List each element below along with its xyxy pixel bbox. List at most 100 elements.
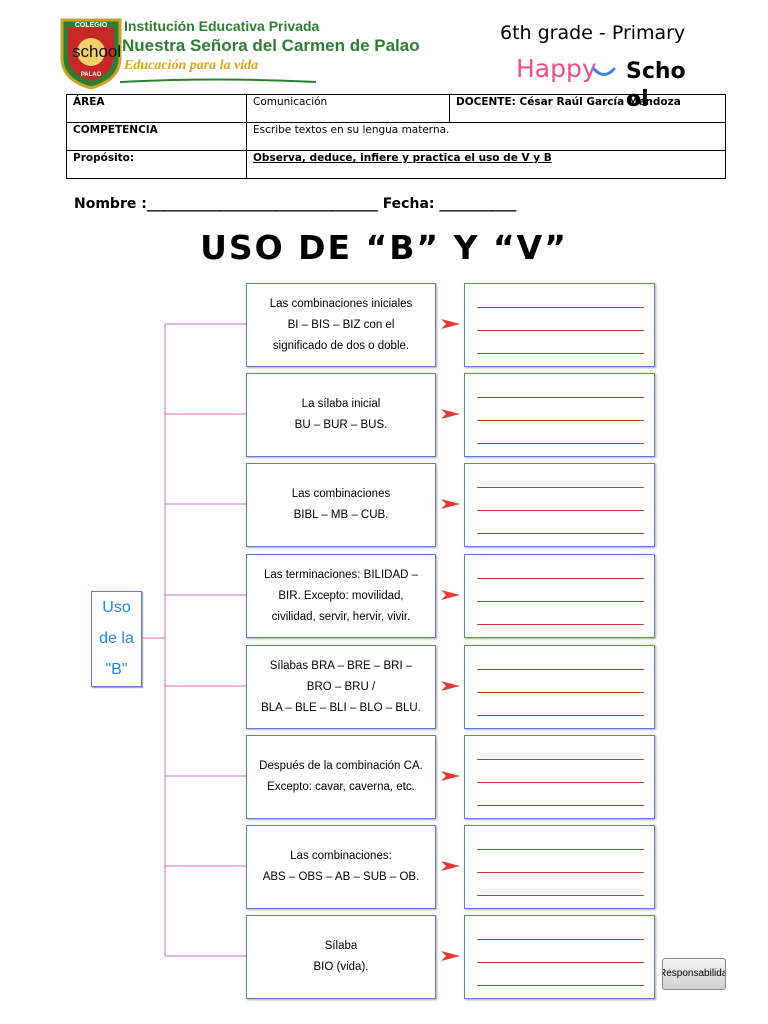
school-overlay-text: school <box>72 42 122 61</box>
rule-line: BIO (vida). <box>313 961 369 973</box>
answer-line[interactable] <box>477 782 644 783</box>
happy-brand: Happy <box>516 54 597 83</box>
answer-line[interactable] <box>477 487 644 488</box>
answer-line[interactable] <box>477 805 644 806</box>
arrow-icon <box>441 951 460 961</box>
rule-box: Las combinaciones: ABS – OBS – AB – SUB –… <box>246 825 436 909</box>
crest-top-text: COLEGIO <box>75 22 108 29</box>
smile-icon <box>592 67 616 76</box>
rule-line: Después de la combinación CA. <box>259 760 423 772</box>
answer-line[interactable] <box>477 624 644 625</box>
rule-line: BI – BIS – BIZ con el <box>287 318 395 331</box>
institution-line-2: Nuestra Señora del Carmen de Palao <box>122 36 420 55</box>
docente-cell: DOCENTE: César Raúl García Mendoza <box>449 94 726 123</box>
answer-box[interactable] <box>464 825 655 909</box>
school-crest-icon: COLEGIO PALAO <box>60 18 122 90</box>
answer-line[interactable] <box>477 420 644 421</box>
rule-text: Las terminaciones: BILIDAD – BIR. Excepto… <box>264 565 418 628</box>
answer-box[interactable] <box>464 915 655 999</box>
answer-line[interactable] <box>477 939 644 940</box>
answer-line[interactable] <box>477 307 644 308</box>
root-line: Uso <box>102 599 131 616</box>
answer-line[interactable] <box>477 601 644 602</box>
root-line: de la <box>99 630 134 647</box>
rule-line: Las combinaciones iniciales <box>269 297 413 310</box>
rule-box: La sílaba inicial BU – BUR – BUS. <box>246 373 436 457</box>
area-value: Comunicación <box>246 94 450 123</box>
arrow-icon <box>441 771 460 781</box>
rule-line: BRO – BRU / <box>306 680 376 693</box>
rule-line: Sílabas BRA – BRE – BRI – <box>269 659 413 672</box>
rule-line: Las combinaciones <box>291 488 391 500</box>
answer-line[interactable] <box>477 533 644 534</box>
rule-line: BU – BUR – BUS. <box>294 419 388 431</box>
answer-box[interactable] <box>464 373 655 457</box>
rule-line: BIBL – MB – CUB. <box>293 509 389 521</box>
rule-text: La sílaba inicial BU – BUR – BUS. <box>295 394 388 436</box>
arrow-icon <box>441 319 460 329</box>
rule-line: La sílaba inicial <box>301 398 381 410</box>
arrow-icon <box>441 499 460 509</box>
rule-text: Las combinaciones: ABS – OBS – AB – SUB –… <box>263 846 420 888</box>
proposito-label: Propósito: <box>66 150 247 179</box>
rule-line: ABS – OBS – AB – SUB – OB. <box>262 871 420 883</box>
institution-line-1: Institución Educativa Privada <box>124 18 320 34</box>
answer-line[interactable] <box>477 849 644 850</box>
answer-line[interactable] <box>477 759 644 760</box>
rule-text: Sílabas BRA – BRE – BRI – BRO – BRU / BLA … <box>261 656 421 719</box>
arrow-icon <box>441 681 460 691</box>
school-logo: COLEGIO PALAO Institución Educativa Priv… <box>58 14 420 92</box>
answer-box[interactable] <box>464 283 655 367</box>
responsabilidad-stamp: Responsabilidad <box>662 958 726 990</box>
answer-line[interactable] <box>477 353 644 354</box>
root-line: "B" <box>105 661 128 678</box>
proposito-value: Observa, deduce, infiere y practica el u… <box>246 150 726 179</box>
answer-box[interactable] <box>464 735 655 819</box>
rule-line: BIR. Excepto: movilidad, <box>278 589 404 602</box>
rule-line: BLA – BLE – BLI – BLO – BLU. <box>261 701 421 714</box>
arrow-icon <box>441 409 460 419</box>
arrow-icon <box>441 861 460 871</box>
rule-box: Las combinaciones iniciales BI – BIS – BI… <box>246 283 436 367</box>
grade-label: 6th grade - Primary <box>500 22 686 44</box>
rule-line: Sílaba <box>324 940 358 952</box>
answer-line[interactable] <box>477 397 644 398</box>
page-title: USO DE “B” Y “V” <box>200 228 568 267</box>
answer-line[interactable] <box>477 715 644 716</box>
competencia-label: COMPETENCIA <box>66 122 247 151</box>
answer-line[interactable] <box>477 692 644 693</box>
answer-line[interactable] <box>477 962 644 963</box>
answer-box[interactable] <box>464 554 655 638</box>
rule-line: Las terminaciones: BILIDAD – <box>263 568 419 581</box>
answer-line[interactable] <box>477 895 644 896</box>
answer-line[interactable] <box>477 510 644 511</box>
arrow-icon <box>441 590 460 600</box>
rule-box: Sílabas BRA – BRE – BRI – BRO – BRU / BLA … <box>246 645 436 729</box>
answer-box[interactable] <box>464 645 655 729</box>
rule-line: Las combinaciones: <box>290 850 392 862</box>
rule-line: Excepto: cavar, caverna, etc. <box>267 781 415 793</box>
answer-box[interactable] <box>464 463 655 547</box>
table-row: ÁREA Comunicación DOCENTE: César Raúl Ga… <box>66 94 726 123</box>
institution-motto: Educación para la vida <box>124 58 259 73</box>
rule-box: Las terminaciones: BILIDAD – BIR. Excepto… <box>246 554 436 638</box>
answer-line[interactable] <box>477 330 644 331</box>
answer-line[interactable] <box>477 669 644 670</box>
answer-line[interactable] <box>477 578 644 579</box>
info-table: ÁREA Comunicación DOCENTE: César Raúl Ga… <box>66 94 726 179</box>
answer-line[interactable] <box>477 443 644 444</box>
answer-line[interactable] <box>477 872 644 873</box>
root-box: Uso de la "B" <box>91 591 142 687</box>
table-row: Propósito: Observa, deduce, infiere y pr… <box>66 150 726 179</box>
rule-line: civilidad, servir, hervir, vivir. <box>271 610 411 623</box>
rule-box: Después de la combinación CA. Excepto: ca… <box>246 735 436 819</box>
rule-text: Las combinaciones iniciales BI – BIS – BI… <box>270 294 413 357</box>
rule-text: Después de la combinación CA. Excepto: ca… <box>259 756 423 798</box>
answer-line[interactable] <box>477 985 644 986</box>
student-name-date-line: Nombre :________________________________… <box>74 196 517 212</box>
